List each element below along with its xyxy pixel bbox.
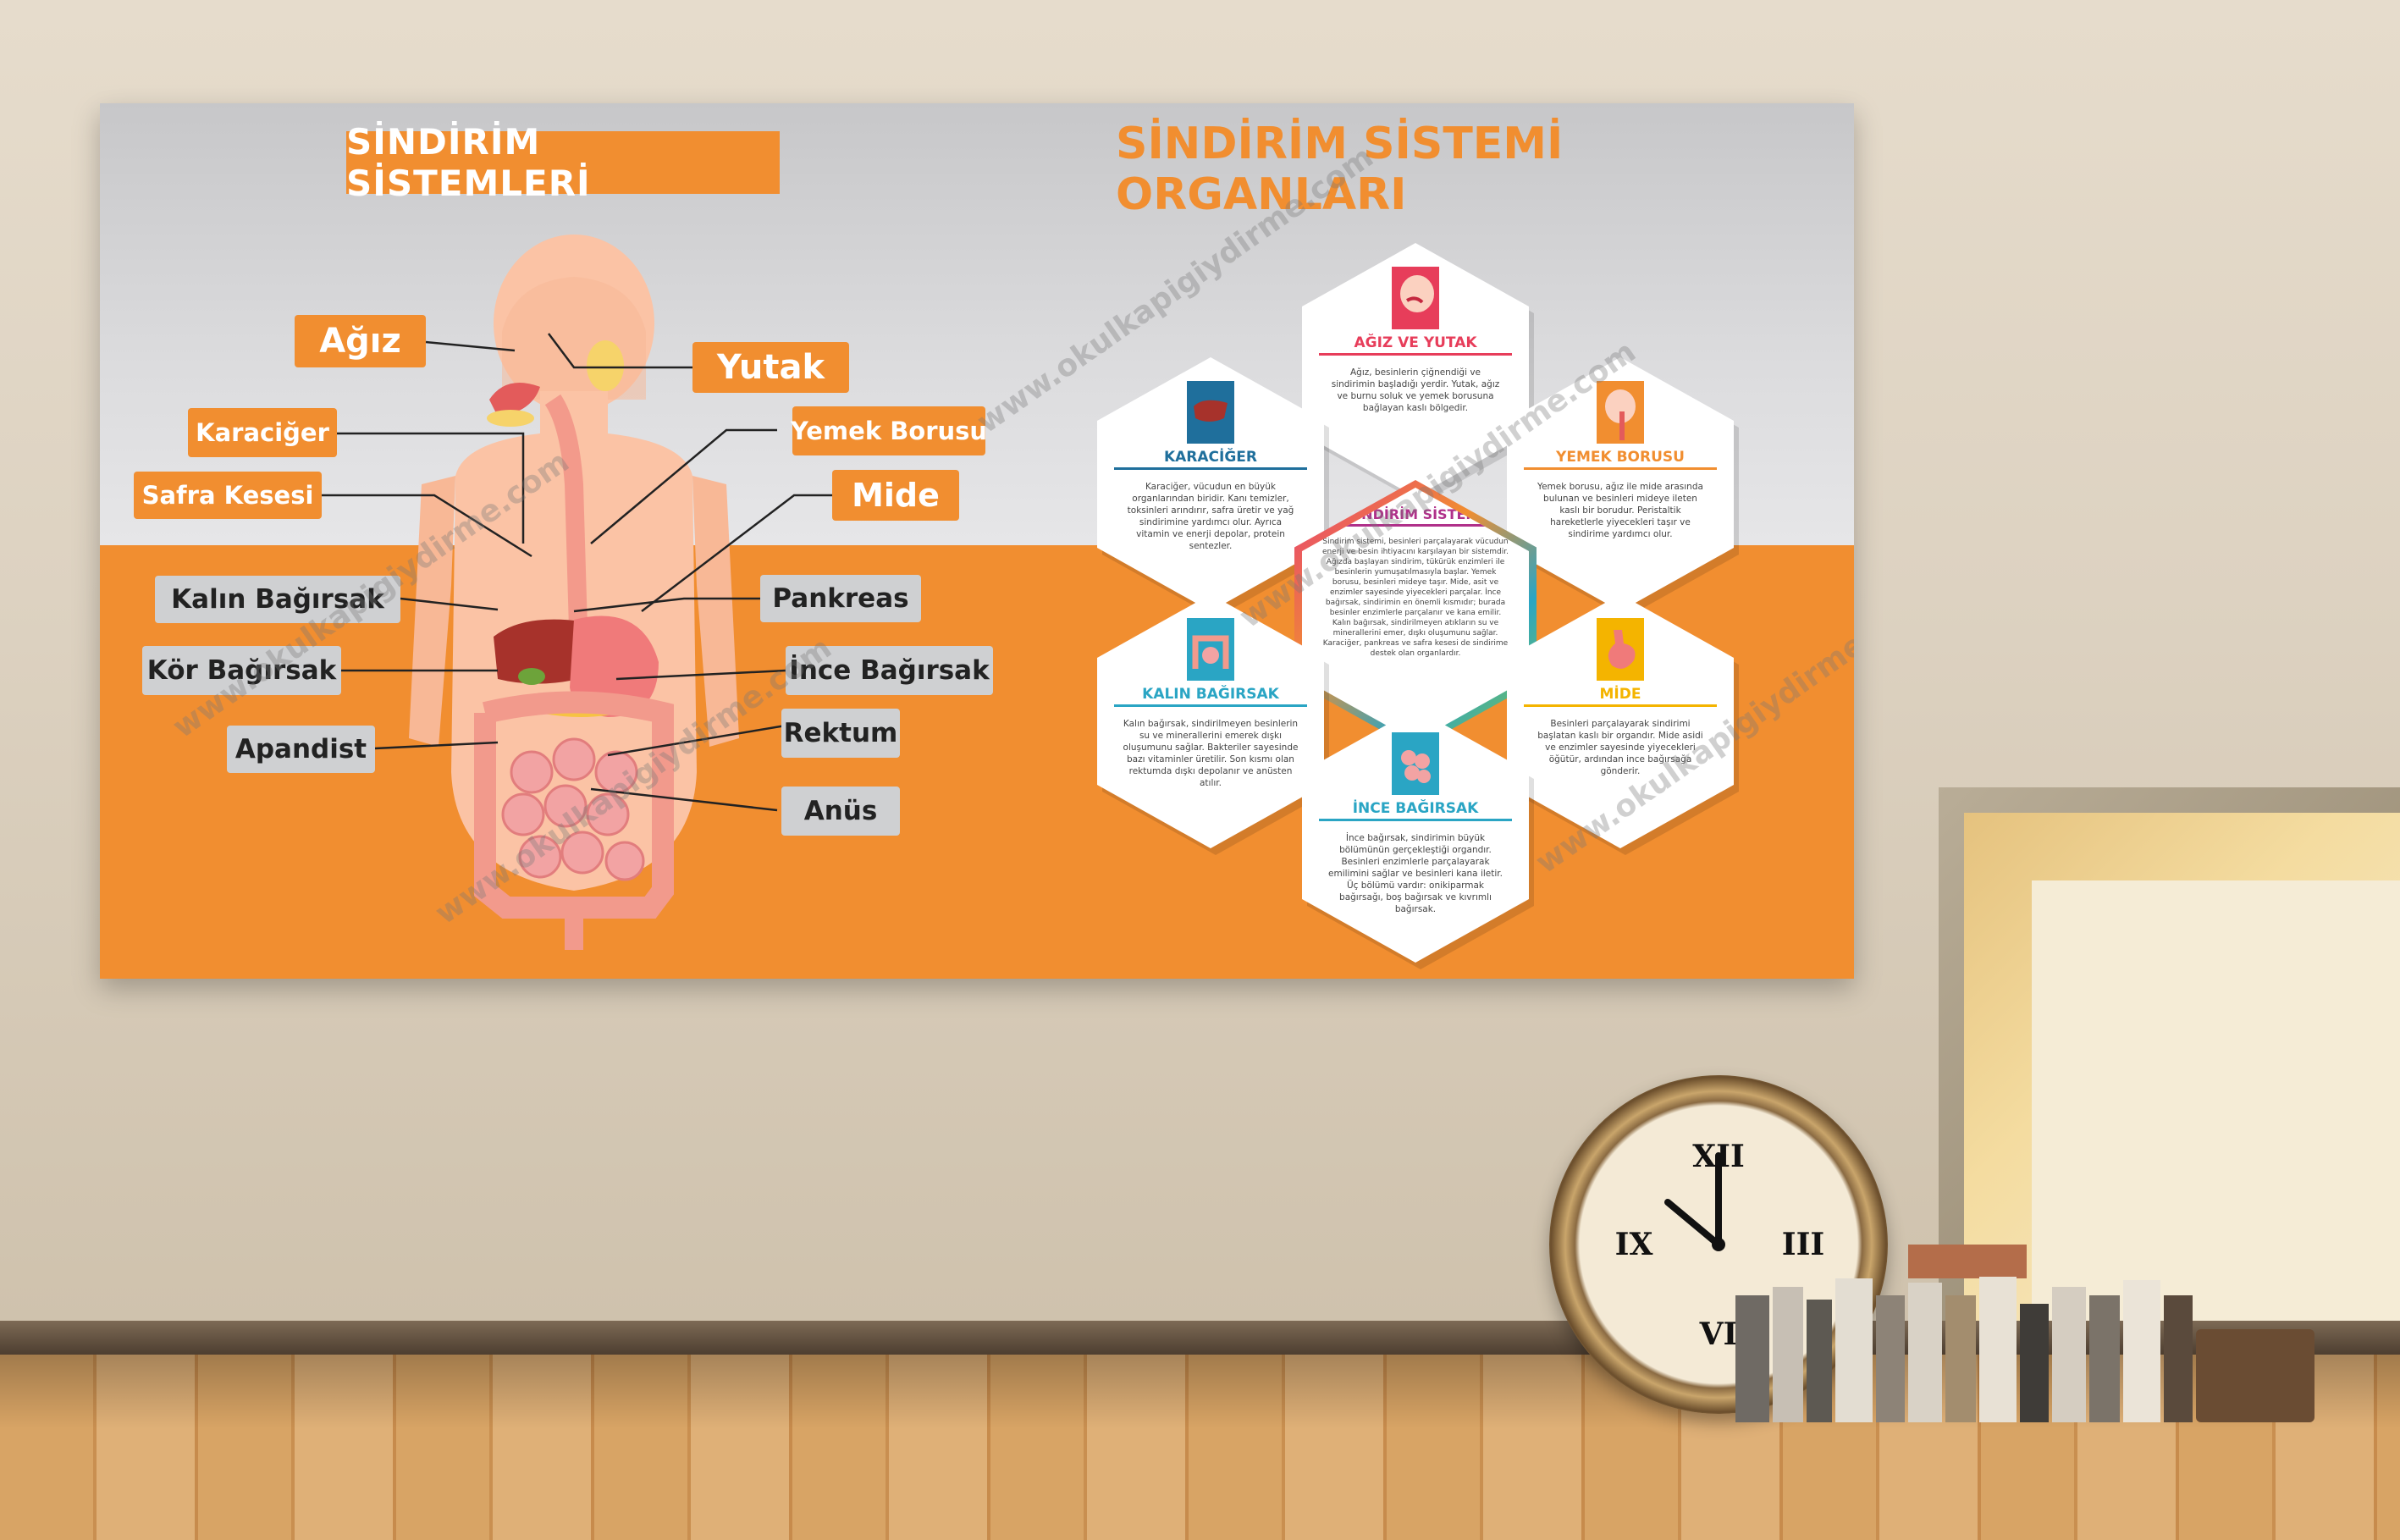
hex-karaciger-text: Karaciğer, vücudun en büyük organlarında…	[1127, 482, 1294, 551]
svg-text:VI: VI	[1699, 1316, 1738, 1352]
hex-agiz-yutak-title: AĞIZ VE YUTAK	[1319, 334, 1512, 356]
clock-hour-hand	[1664, 1199, 1722, 1248]
picture-frame	[1939, 787, 2400, 1321]
label-anus: Anüs	[781, 787, 900, 836]
hex-ince-bagirsak-text: İnce bağırsak, sindirimin büyük bölümünü…	[1328, 833, 1503, 914]
svg-text:III: III	[1782, 1227, 1825, 1262]
book-stack	[1735, 1219, 2320, 1422]
label-safra-kesesi: Safra Kesesi	[134, 472, 322, 519]
label-yemek-borusu: Yemek Borusu	[791, 406, 987, 455]
small-intestine-icon	[1392, 732, 1439, 795]
label-rektum: Rektum	[781, 709, 900, 758]
label-connector-lines	[322, 333, 832, 812]
label-pankreas: Pankreas	[760, 575, 921, 622]
hex-karaciger-title: KARACİĞER	[1114, 449, 1307, 470]
left-title: SİNDİRİM SİSTEMLERİ	[346, 121, 780, 204]
hex-agiz-yutak-text: Ağız, besinlerin çiğnendiği ve sindirimi…	[1331, 367, 1500, 413]
hex-kalin-bagirsak-text: Kalın bağırsak, sindirilmeyen besinlerin…	[1123, 719, 1299, 788]
hex-yemek-borusu-text: Yemek borusu, ağız ile mide arasında bul…	[1537, 482, 1703, 539]
label-yutak: Yutak	[692, 342, 849, 393]
label-ince-bagirsak: İnce Bağırsak	[786, 646, 993, 695]
poster: SİNDİRİM SİSTEMLERİ SİNDİRİM SİSTEMİ ORG…	[100, 103, 1854, 979]
label-mide: Mide	[832, 470, 959, 521]
esophagus-icon	[1597, 381, 1644, 444]
hex-mide-text: Besinleri parçalayarak sindirimi başlata…	[1537, 719, 1703, 776]
clock-face: XII III VI IX	[1615, 1139, 1825, 1352]
mouth-throat-icon	[1392, 267, 1439, 329]
hex-ince-bagirsak-title: İNCE BAĞIRSAK	[1319, 800, 1512, 821]
large-intestine-icon	[1187, 618, 1234, 681]
hex-sindirim-sistemi-text: Sindirim sistemi, besinleri parçalayarak…	[1322, 538, 1509, 658]
label-kalin-bagirsak: Kalın Bağırsak	[155, 576, 400, 623]
svg-text:IX: IX	[1615, 1227, 1653, 1262]
hex-yemek-borusu-title: YEMEK BORUSU	[1524, 449, 1717, 470]
picture-frame-canvas	[2032, 880, 2400, 1321]
stomach-icon	[1597, 618, 1644, 681]
liver-icon	[1187, 381, 1234, 444]
digestive-body-illustration	[409, 235, 739, 950]
label-kor-bagirsak: Kör Bağırsak	[142, 646, 341, 695]
hex-sindirim-sistemi-title: SİNDİRİM SİSTEMİ	[1319, 506, 1512, 527]
label-apandist: Apandist	[227, 726, 375, 773]
svg-text:XII: XII	[1692, 1139, 1745, 1174]
label-agiz: Ağız	[295, 315, 426, 367]
label-karaciger: Karaciğer	[188, 408, 337, 457]
hex-mide-title: MİDE	[1524, 686, 1717, 707]
hex-kalin-bagirsak-title: KALIN BAĞIRSAK	[1114, 686, 1307, 707]
